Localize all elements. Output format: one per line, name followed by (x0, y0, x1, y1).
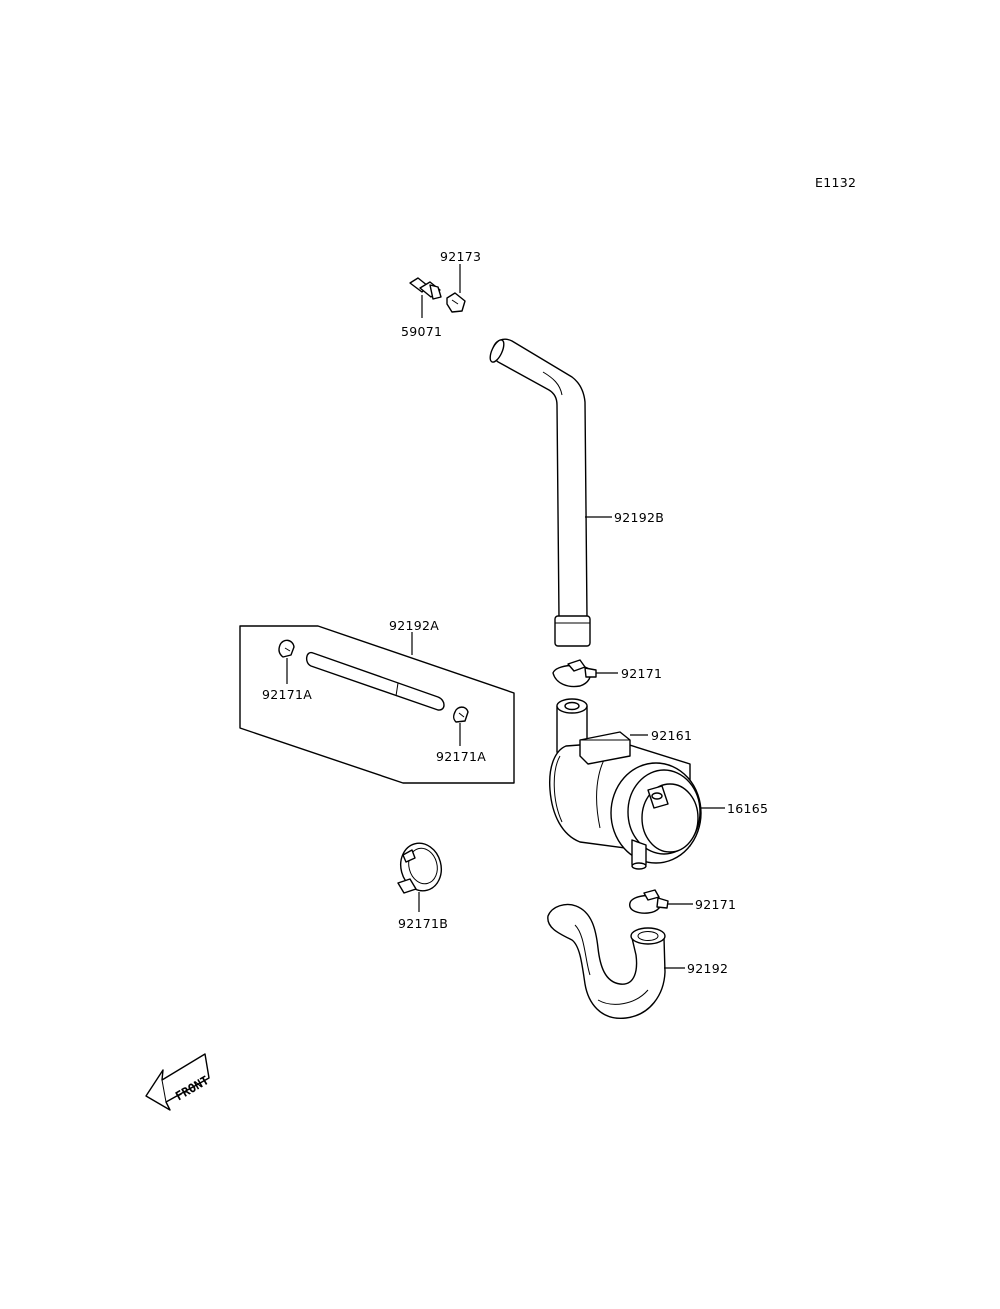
label-92161: 92161 (651, 728, 692, 743)
label-92192A: 92192A (389, 618, 439, 633)
clamp-92171-lower[interactable] (629, 889, 693, 914)
label-92173: 92173 (440, 249, 481, 264)
clamp-92171A-right[interactable] (452, 706, 469, 746)
label-16165: 16165 (727, 801, 768, 816)
label-59071: 59071 (401, 324, 442, 339)
label-92171-lower: 92171 (695, 897, 736, 912)
clamp-92173[interactable] (446, 264, 466, 313)
label-92192B: 92192B (614, 510, 664, 525)
kit-box-92192A (239, 625, 515, 784)
label-92171A-right: 92171A (436, 749, 486, 764)
clamp-92171B[interactable] (395, 839, 446, 912)
hose-92192A[interactable] (306, 651, 445, 711)
hose-92192[interactable] (547, 903, 685, 1019)
fitting-59071[interactable] (409, 277, 442, 318)
label-92171B: 92171B (398, 916, 448, 931)
clamp-92171A-left[interactable] (278, 639, 295, 684)
label-92171A-left: 92171A (262, 687, 312, 702)
diagram-code: E1132 (815, 175, 856, 190)
air-separator-16165[interactable] (549, 698, 725, 870)
hose-92192B[interactable] (487, 338, 612, 647)
label-92192: 92192 (687, 961, 728, 976)
front-direction-arrow-icon: FRONT (145, 1053, 211, 1111)
label-92171-upper: 92171 (621, 666, 662, 681)
clamp-92171-upper[interactable] (552, 659, 618, 688)
